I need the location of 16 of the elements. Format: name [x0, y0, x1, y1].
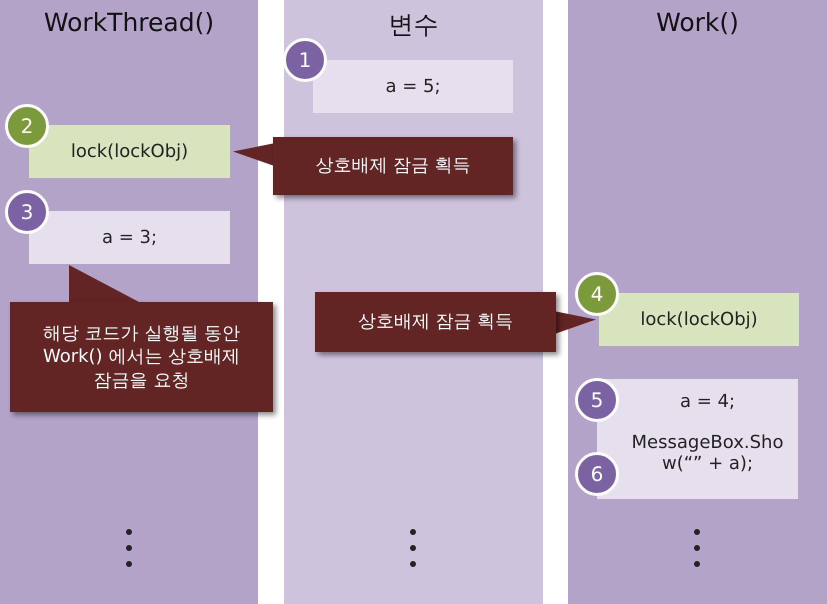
step-number-circle: 1 [283, 38, 327, 82]
step-number-circle: 6 [575, 452, 619, 496]
lane-column [568, 0, 827, 604]
lane-title: WorkThread() [42, 8, 216, 37]
code-box: a = 5; [313, 60, 513, 113]
callout-pointer [556, 312, 596, 334]
step-number-circle: 5 [575, 378, 619, 422]
code-line: a = 4; [680, 391, 736, 412]
lane-title: 변수 [388, 9, 440, 41]
callout-pointer [69, 265, 139, 302]
code-line: MessageBox.Show(“” + a); [630, 432, 784, 474]
callout-pointer [233, 144, 273, 166]
step-number-circle: 2 [5, 104, 49, 148]
lane-title: Work() [655, 8, 740, 37]
step-number-circle: 4 [575, 272, 619, 316]
step-number-circle: 3 [5, 190, 49, 234]
